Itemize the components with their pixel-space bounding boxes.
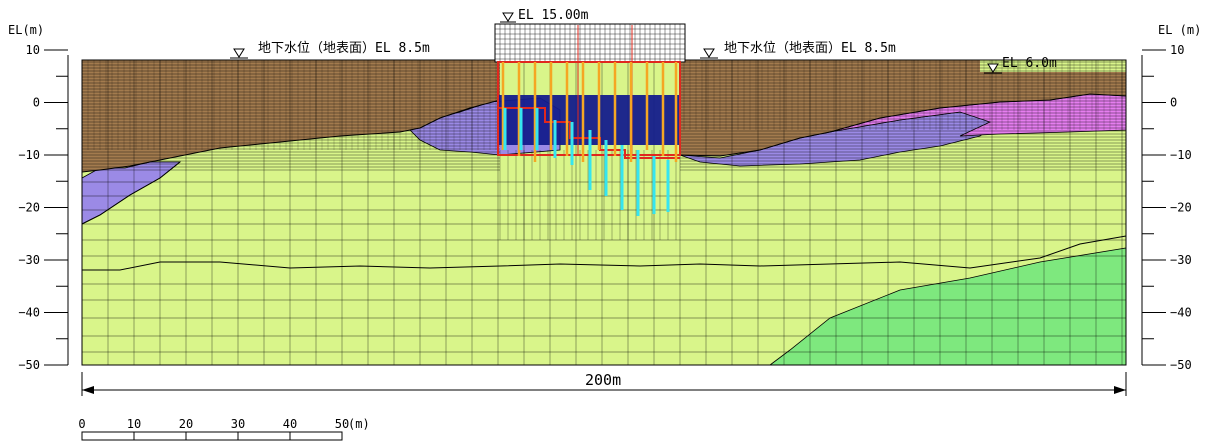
annotations: EL 15.00m 地下水位（地表面）EL 8.5m 地下水位（地表面）EL 8… [230,8,1057,74]
left-tick-label: −10 [18,148,40,162]
level-marker-top [502,12,514,22]
mesh-horizontal-lines [82,61,1126,366]
right-tick-label: −50 [1170,358,1192,372]
water-marker-left [233,48,245,58]
structure-step-outline [498,107,680,159]
scale-tick-label: 0 [78,417,85,431]
scale-tick-label: 20 [179,417,193,431]
water-marker-right [703,48,715,58]
scale-tick-label: 10 [127,417,141,431]
piles [501,62,678,216]
left-tick-label: −30 [18,253,40,267]
scale-bar: (m) 0 10 20 30 40 50 [78,417,370,441]
right-tick-label: −20 [1170,201,1192,215]
right-tick-label: −40 [1170,306,1192,320]
layer-fill-right [680,60,1126,156]
water-level-right: 地下水位（地表面）EL 8.5m [724,41,896,56]
left-tick-label: −40 [18,306,40,320]
right-tick-label: −30 [1170,253,1192,267]
right-tick-label: 0 [1170,96,1177,110]
fine-grid-structure [494,23,686,240]
left-tick-label: 0 [33,96,40,110]
right-tick-label: 10 [1170,43,1184,57]
layer-boundaries [81,93,1127,271]
left-axis: EL(m) 10 0 −10 −20 −30 −40 −50 [8,23,69,372]
left-axis-title: EL(m) [8,23,44,37]
top-level-label: EL 15.00m [518,8,589,23]
right-tick-label: −10 [1170,148,1192,162]
right-level-label: EL 6.0m [1002,56,1057,71]
level-marker-right [987,63,999,73]
structure [497,25,681,216]
right-axis-title: EL (m) [1158,23,1201,37]
right-axis: EL (m) 10 0 −10 −20 −30 −40 −50 [1141,23,1201,372]
scale-tick-label: 40 [283,417,297,431]
dimension-label: 200m [585,371,621,389]
scale-tick-label: 50 [335,417,349,431]
water-level-left: 地下水位（地表面）EL 8.5m [258,41,430,56]
dimension-line: 200m [81,371,1127,396]
left-tick-label: −50 [18,358,40,372]
left-tick-label: −20 [18,201,40,215]
scale-tick-label: 30 [231,417,245,431]
scale-unit: (m) [348,417,370,431]
left-tick-label: 10 [26,43,40,57]
